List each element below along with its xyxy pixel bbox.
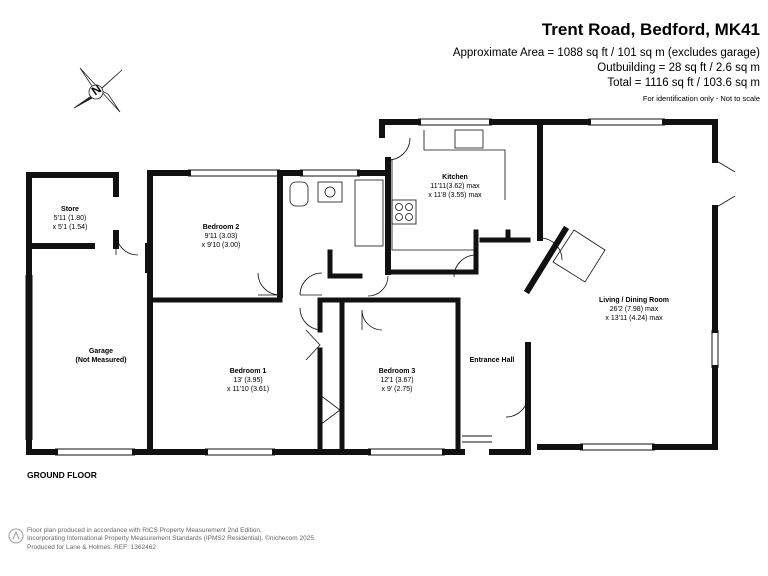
room-dim: 13' (3.95) bbox=[233, 376, 263, 384]
room-label-bedroom-3: Bedroom 3 12'1 (3.67) x 9' (2.75) bbox=[379, 368, 416, 395]
footer-line: Floor plan produced in accordance with R… bbox=[27, 527, 262, 534]
compass-rose-icon bbox=[73, 67, 123, 113]
room-dim: x 11'8 (3.55) max bbox=[428, 191, 482, 199]
room-dim: (Not Measured) bbox=[75, 356, 127, 364]
room-label-bedroom-1: Bedroom 1 13' (3.95) x 11'10 (3.61) bbox=[227, 368, 269, 395]
room-dim: 5'11 (1.80) bbox=[53, 214, 87, 222]
room-name: Kitchen bbox=[442, 174, 468, 181]
room-dim: x 5'1 (1.54) bbox=[52, 223, 88, 231]
room-name: Entrance Hall bbox=[469, 357, 515, 364]
room-dim: 26'2 (7.98) max bbox=[609, 305, 659, 313]
room-dim: 11'11(3.62) max bbox=[430, 182, 480, 190]
room-name: Living / Dining Room bbox=[599, 297, 669, 304]
room-name: Store bbox=[61, 206, 79, 213]
footer-line: Produced for Lane & Holmes. REF: 1362462 bbox=[27, 543, 156, 551]
footer-line: Incorporating International Property Mea… bbox=[27, 535, 316, 543]
total-area: Total = 1116 sq ft / 103.6 sq m bbox=[607, 77, 760, 89]
room-dim: x 9' (2.75) bbox=[381, 385, 413, 393]
room-dim: 9'11 (3.03) bbox=[204, 232, 238, 240]
room-name: Garage bbox=[88, 348, 114, 355]
room-label-garage: Garage (Not Measured) bbox=[76, 348, 127, 366]
footer-note: Floor plan produced in accordance with R… bbox=[27, 527, 316, 552]
room-label-store: Store 5'11 (1.80) x 5'1 (1.54) bbox=[53, 206, 88, 233]
room-dim: 12'1 (3.67) bbox=[380, 376, 414, 384]
page-title: Trent Road, Bedford, MK41 bbox=[541, 20, 760, 39]
disclaimer: For identification only - Not to scale bbox=[642, 94, 760, 103]
room-name: Bedroom 3 bbox=[378, 368, 416, 375]
approximate-area: Approximate Area = 1088 sq ft / 101 sq m… bbox=[452, 47, 760, 59]
room-name: Bedroom 2 bbox=[202, 224, 240, 231]
room-label-living-dining: Living / Dining Room 26'2 (7.98) max x 1… bbox=[599, 297, 669, 324]
floor-label: GROUND FLOOR bbox=[27, 470, 97, 480]
room-label-kitchen: Kitchen 11'11(3.62) max x 11'8 (3.55) ma… bbox=[428, 174, 481, 201]
room-dim: x 11'10 (3.61) bbox=[226, 385, 270, 393]
room-dim: x 13'11 (4.24) max bbox=[605, 314, 663, 322]
room-name: Bedroom 1 bbox=[229, 368, 267, 375]
room-dim: x 9'10 (3.00) bbox=[201, 241, 241, 249]
outbuilding-area: Outbuilding = 28 sq ft / 2.6 sq m bbox=[597, 62, 760, 74]
room-label-bedroom-2: Bedroom 2 9'11 (3.03) x 9'10 (3.00) bbox=[202, 224, 241, 251]
room-label-entrance-hall: Entrance Hall bbox=[470, 357, 515, 366]
rics-logo-icon bbox=[8, 528, 24, 544]
